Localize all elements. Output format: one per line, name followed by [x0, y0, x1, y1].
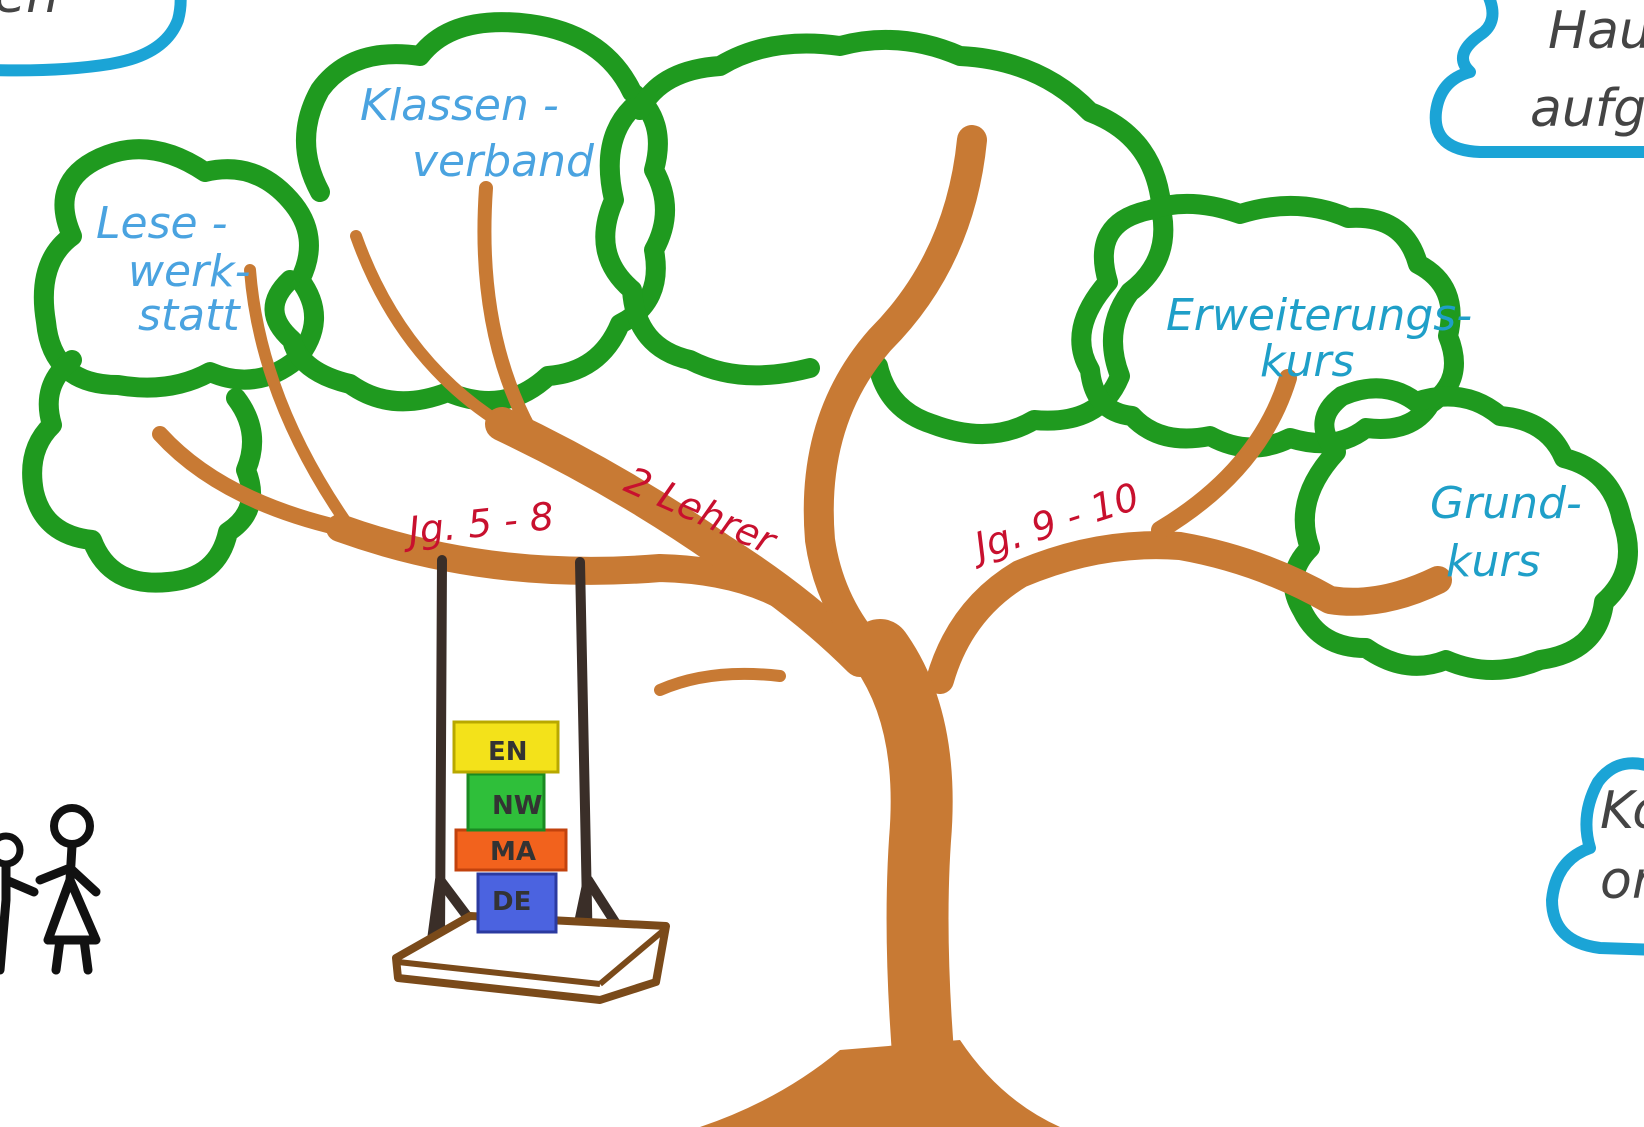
- label-klassenverband-2: verband: [412, 136, 595, 187]
- label-erweiterungskurs-2: kurs: [1260, 336, 1354, 387]
- label-klassenverband-1: Klassen -: [360, 80, 559, 131]
- block-de: [476, 872, 558, 934]
- swing: [392, 555, 670, 1004]
- stick-figure-small-head: [0, 832, 24, 868]
- crown-lesewerkstatt: [33, 139, 324, 398]
- stick-figure-head: [50, 804, 94, 848]
- cloud-top-left: en: [0, 0, 187, 77]
- stick-figure-body: [35, 841, 101, 975]
- cloud-top-left-text: en: [0, 0, 59, 25]
- branch-center: [803, 125, 987, 675]
- block-en-label: EN: [488, 737, 528, 767]
- tree-crowns: [22, 12, 1638, 680]
- stick-figure-small-body: [0, 861, 39, 975]
- block-en: [452, 720, 560, 774]
- swing-seat: [392, 912, 670, 1004]
- label-lesewerkstatt-2: werk-: [128, 246, 251, 297]
- cloud-right-middle-line2: or: [1600, 851, 1644, 911]
- block-ma-label: MA: [490, 837, 536, 867]
- branch-lesewerkstatt: [244, 264, 356, 534]
- cloud-right-middle: Ko or: [1546, 757, 1644, 956]
- label-lesewerkstatt-3: statt: [138, 290, 241, 341]
- block-de-label: DE: [492, 887, 531, 917]
- cloud-right-middle-line1: Ko: [1600, 781, 1644, 841]
- label-grundkurs-1: Grund-: [1430, 478, 1582, 529]
- branch-upper-left: [485, 407, 877, 677]
- crown-grundkurs: [1283, 378, 1638, 680]
- branch-right-main: [926, 531, 1452, 694]
- branch-erweiterungskurs: [1151, 369, 1297, 539]
- branch-klassen-b: [477, 181, 537, 437]
- swing-ropes-lower: [427, 875, 625, 961]
- label-erweiterungskurs-1: Erweiterungs-: [1166, 290, 1472, 341]
- stick-figures: [0, 804, 101, 975]
- trunk-base: [700, 1040, 1060, 1127]
- cloud-top-right: Hau aufg: [1429, 0, 1644, 158]
- swing-seat-side: [598, 927, 666, 987]
- block-nw: [466, 772, 546, 832]
- tree-trunk: [152, 125, 1452, 1127]
- label-jg-5-8: Jg. 5 - 8: [399, 494, 555, 554]
- crown-center: [595, 29, 1174, 445]
- branch-far-left: [152, 426, 348, 536]
- label-lesewerkstatt-1: Lese -: [96, 198, 227, 249]
- block-nw-label: NW: [492, 791, 542, 821]
- cloud-top-right-line2: aufg: [1530, 79, 1644, 139]
- cloud-top-right-line1: Hau: [1548, 1, 1644, 61]
- swing-seat-edge: [397, 959, 601, 987]
- crown-labels: Lese - werk- statt Klassen - verband Erw…: [96, 80, 1582, 587]
- crown-klassenverband: [264, 12, 675, 412]
- subject-blocks: DE MA NW EN: [452, 720, 568, 934]
- branch-small-twig: [654, 667, 786, 696]
- branch-klassen-a: [350, 230, 508, 430]
- trunk-main: [849, 619, 961, 1127]
- crown-lower-left: [22, 350, 262, 593]
- label-grundkurs-2: kurs: [1446, 536, 1540, 587]
